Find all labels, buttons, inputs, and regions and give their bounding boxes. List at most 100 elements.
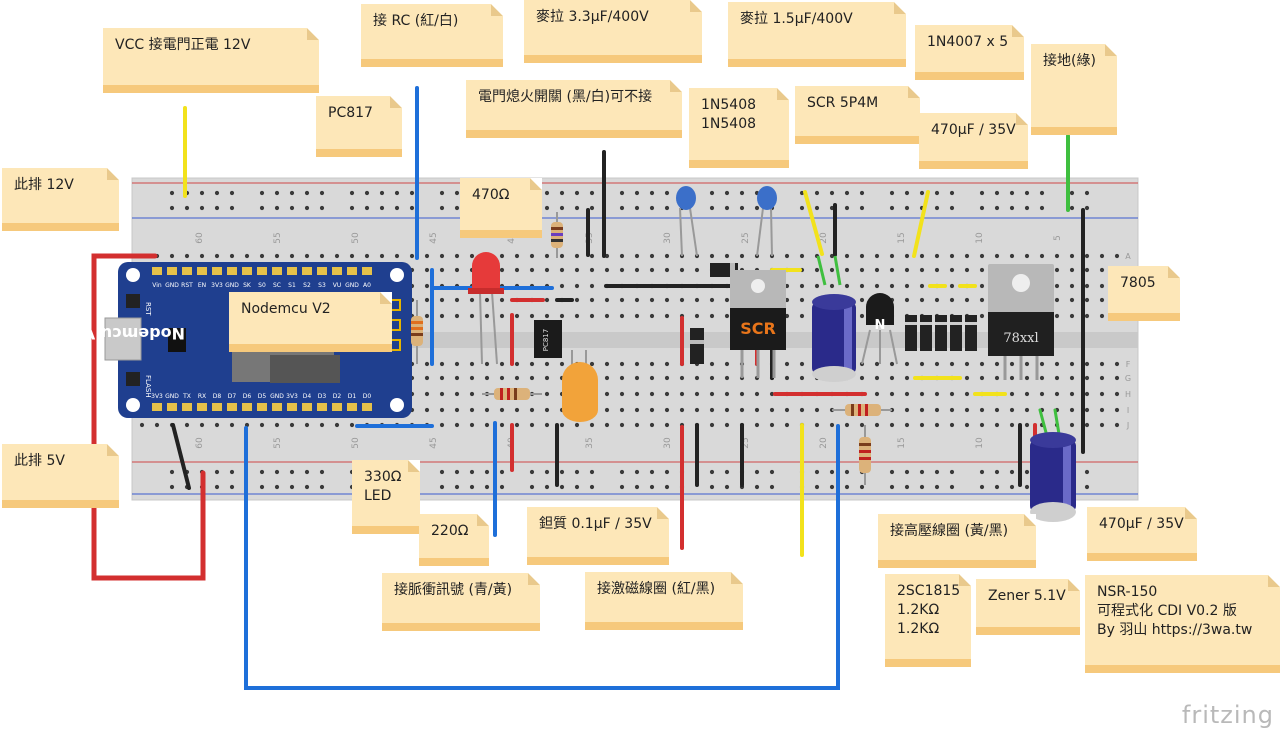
note-hv-coil: 接高壓線圈 (黃/黑) xyxy=(878,514,1036,568)
pin-header xyxy=(272,403,282,411)
column-number: 45 xyxy=(429,437,439,448)
rst-label: RST xyxy=(144,302,152,316)
pin-label: S1 xyxy=(288,282,296,289)
pin-label: EN xyxy=(198,282,206,289)
regulator-marking: 78xxl xyxy=(1003,331,1038,346)
note-exciter-coil: 接激磁線圈 (紅/黑) xyxy=(585,572,743,630)
pc817-marking: PC817 xyxy=(542,329,550,351)
pin-header xyxy=(287,267,297,275)
pin-header xyxy=(197,403,207,411)
scr-thyristor: SCR xyxy=(730,270,786,378)
pin-label: D8 xyxy=(213,393,222,400)
pin-header xyxy=(257,403,267,411)
column-number: 20 xyxy=(819,437,829,449)
red-led xyxy=(468,252,504,365)
pin-label: D1 xyxy=(348,393,357,400)
regulator-7805: 78xxl xyxy=(988,264,1054,380)
column-number: 5 xyxy=(1053,235,1063,241)
note-transistor: 2SC1815 1.2KΩ 1.2KΩ xyxy=(885,574,971,667)
black-wire-gnd xyxy=(171,423,191,490)
note-resistor-470: 470Ω xyxy=(460,178,542,238)
pin-label: D6 xyxy=(243,393,252,400)
note-cap-470uf-bottom: 470µF / 35V xyxy=(1087,507,1197,561)
diodes-1n4007 xyxy=(905,315,977,351)
row-letter: J xyxy=(1126,421,1129,430)
note-cap-470uf-top: 470µF / 35V xyxy=(919,113,1028,169)
pin-header xyxy=(272,267,282,275)
pin-label: S0 xyxy=(258,282,266,289)
column-number: 30 xyxy=(663,437,673,449)
column-number: 60 xyxy=(195,232,205,244)
row-letter: I xyxy=(1127,406,1129,415)
pin-label: 3V3 xyxy=(286,393,298,400)
column-number: 25 xyxy=(741,232,751,243)
pin-label: D7 xyxy=(228,393,237,400)
note-cap-3-3uf: 麥拉 3.3µF/400V xyxy=(524,0,702,63)
pin-label: GND xyxy=(165,393,179,400)
pin-header xyxy=(362,267,372,275)
pin-label: RST xyxy=(181,282,193,289)
note-row-12v: 此排 12V xyxy=(2,168,119,231)
pin-header xyxy=(182,267,192,275)
note-7805: 7805 xyxy=(1108,266,1180,321)
pin-header xyxy=(257,267,267,275)
note-rc: 接 RC (紅/白) xyxy=(361,4,503,67)
electrolytic-capacitor-470uf-b xyxy=(1030,432,1076,522)
pin-label: GND xyxy=(270,393,284,400)
resistor-220 xyxy=(482,388,542,400)
pin-header xyxy=(347,267,357,275)
nodemcu-board-label: Nodemcu V3 xyxy=(72,324,185,343)
note-row-5v: 此排 5V xyxy=(2,444,119,508)
column-number: 55 xyxy=(273,437,283,448)
column-number: 45 xyxy=(429,232,439,243)
pin-header xyxy=(302,267,312,275)
note-pc817: PC817 xyxy=(316,96,402,157)
pin-header xyxy=(362,403,372,411)
fritzing-logo: fritzing xyxy=(1181,701,1274,729)
column-number: 20 xyxy=(819,232,829,244)
resistor-1-2k-b xyxy=(859,425,871,485)
pin-label: VU xyxy=(333,282,342,289)
column-number: 10 xyxy=(975,232,985,244)
pin-header xyxy=(332,267,342,275)
column-number: 15 xyxy=(897,232,907,243)
scr-marking: SCR xyxy=(740,319,776,338)
pin-label: Vin xyxy=(152,282,162,289)
pin-header xyxy=(242,403,252,411)
column-number: 25 xyxy=(741,437,751,448)
tantalum-capacitor xyxy=(562,350,598,422)
note-ground: 接地(綠) xyxy=(1031,44,1117,135)
column-number: 50 xyxy=(351,232,361,244)
column-number: 10 xyxy=(975,437,985,449)
pin-label: SK xyxy=(243,282,252,289)
pc817-optocoupler: PC817 xyxy=(534,320,562,358)
column-number: 55 xyxy=(273,232,283,243)
pin-label: S3 xyxy=(318,282,326,289)
pin-label: A0 xyxy=(363,282,371,289)
diode-1n5408-b xyxy=(690,328,704,364)
note-credits: NSR-150 可程式化 CDI V0.2 版 By 羽山 https://3w… xyxy=(1085,575,1280,673)
electrolytic-capacitor-470uf-a xyxy=(812,255,856,382)
note-resistor-330: 330Ω LED xyxy=(352,460,420,534)
pin-header xyxy=(167,403,177,411)
pin-header xyxy=(152,403,162,411)
pin-label: TX xyxy=(182,393,191,400)
pin-header xyxy=(182,403,192,411)
pin-header xyxy=(227,403,237,411)
note-resistor-220: 220Ω xyxy=(419,514,489,566)
row-letter: G xyxy=(1125,374,1131,383)
pin-label: D3 xyxy=(318,393,327,400)
blue-wire-bottom xyxy=(244,424,840,690)
resistor-470 xyxy=(551,212,563,258)
pin-header xyxy=(167,267,177,275)
components: PC817 xyxy=(411,186,1076,522)
pin-label: D2 xyxy=(333,393,342,400)
pin-header xyxy=(242,267,252,275)
pin-label: RX xyxy=(198,393,206,400)
yellow-wire-a xyxy=(803,190,824,256)
pin-header xyxy=(317,403,327,411)
pin-header xyxy=(212,403,222,411)
column-number: 50 xyxy=(351,437,361,449)
note-scr: SCR 5P4M xyxy=(795,86,920,144)
